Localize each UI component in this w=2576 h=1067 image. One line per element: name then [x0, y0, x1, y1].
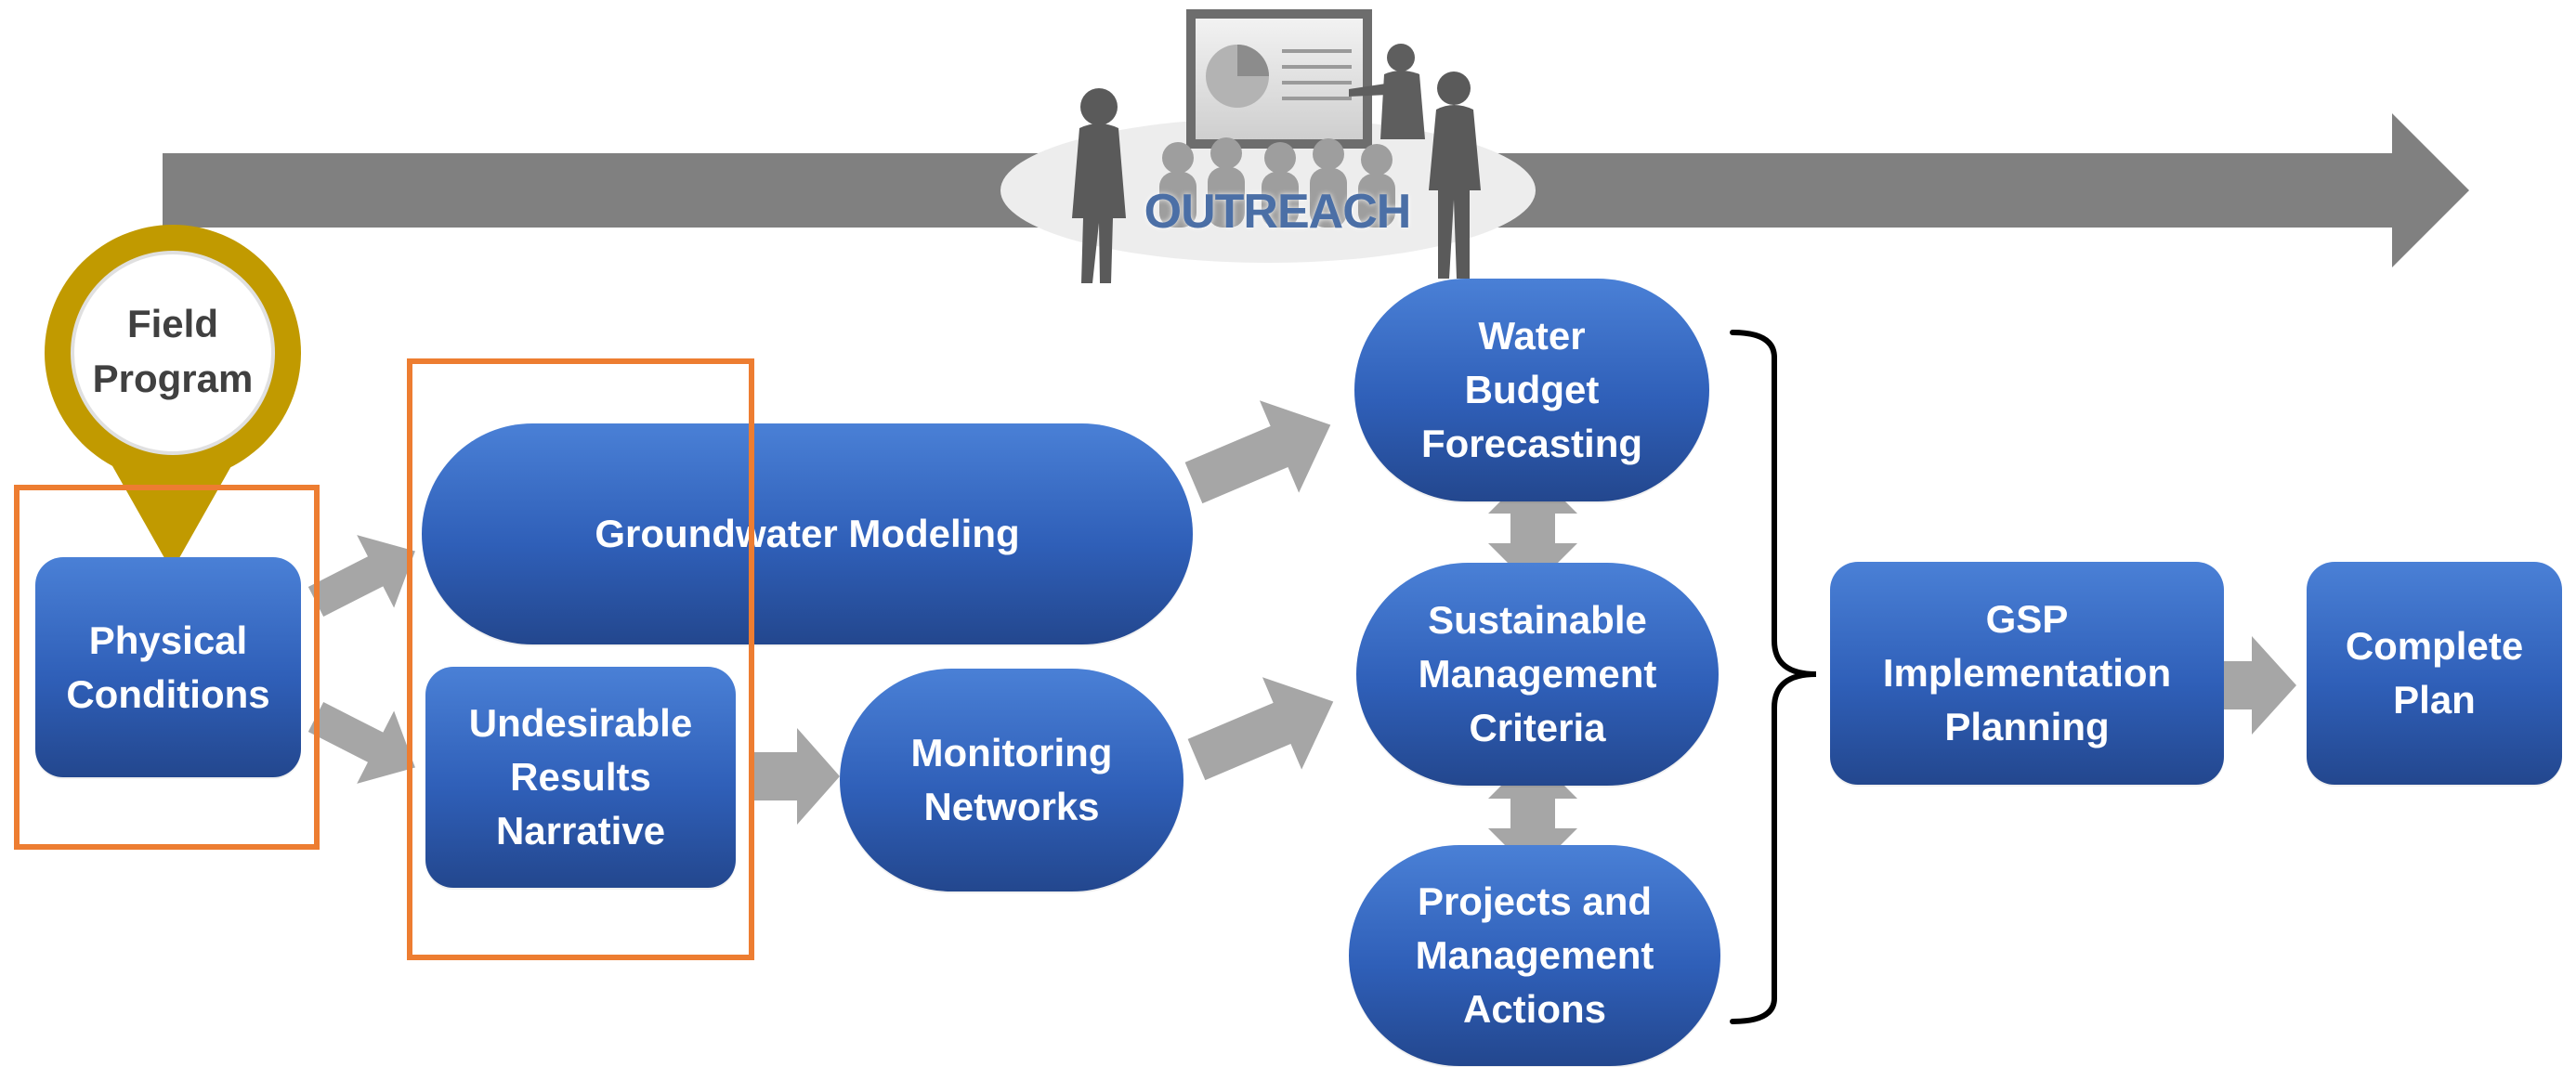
- location-pin-icon: [45, 225, 301, 571]
- highlight-box-physical-conditions: [14, 485, 320, 850]
- outreach-label: OUTREACH: [1144, 185, 1412, 239]
- arrow-undesirable-to-monitoring: [751, 728, 840, 825]
- outreach-presentation-icon: [1000, 9, 1536, 283]
- monitoring-networks-node: Monitoring Networks: [840, 669, 1183, 891]
- arrow-monitoring-to-sustainable: [1187, 677, 1334, 781]
- field-program-label: Field Program: [92, 302, 254, 400]
- highlight-box-undesirable-results: [407, 358, 754, 960]
- arrow-gsp-to-complete: [2222, 636, 2296, 735]
- sustainable-management-node: Sustainable Management Criteria: [1356, 563, 1719, 786]
- water-budget-node: Water Budget Forecasting: [1354, 279, 1709, 501]
- grouping-brace: [1730, 330, 1817, 1024]
- gsp-planning-node: GSP Implementation Planning: [1830, 562, 2224, 785]
- arrow-groundwater-to-water-budget: [1184, 400, 1331, 504]
- complete-plan-node: Complete Plan: [2307, 562, 2562, 785]
- projects-actions-node: Projects and Management Actions: [1349, 845, 1720, 1066]
- physical-conditions-node: Physical Conditions: [35, 557, 301, 777]
- arrow-physical-to-undesirable: [307, 701, 415, 784]
- arrow-physical-to-groundwater: [307, 535, 415, 618]
- undesirable-results-node: Undesirable Results Narrative: [425, 667, 736, 888]
- groundwater-modeling-node: Groundwater Modeling: [422, 423, 1193, 644]
- flow-arrows: [307, 400, 2296, 873]
